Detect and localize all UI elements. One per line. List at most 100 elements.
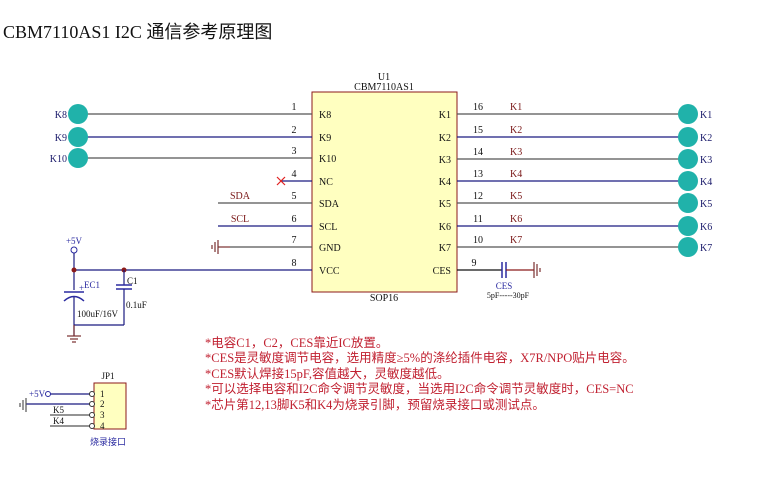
touch-pad[interactable] xyxy=(678,237,698,257)
touch-pad[interactable] xyxy=(678,104,698,124)
net-label: SDA xyxy=(230,191,251,202)
note-line: *CES默认焊接15pF,容值越大，灵敏度越低。 xyxy=(205,366,450,381)
ground-icon xyxy=(533,262,541,278)
touch-pad[interactable] xyxy=(678,149,698,169)
ec1-value: 100uF/16V xyxy=(77,309,119,319)
jp1-body xyxy=(93,382,127,430)
pad-label: K7 xyxy=(700,243,712,254)
right-pins: 16K1K1K115K2K2K214K3K3K313K4K4K412K5K5K5… xyxy=(433,102,713,277)
pin-number: 6 xyxy=(292,214,297,225)
pin-name: K3 xyxy=(439,155,451,166)
pin-name: K4 xyxy=(439,177,451,188)
pin-name: CES xyxy=(433,266,451,277)
pin-name: K1 xyxy=(439,110,451,121)
pad-label: K2 xyxy=(700,133,712,144)
net-label: K2 xyxy=(510,125,522,136)
power-port-icon xyxy=(45,391,51,397)
jp1-pin-icon xyxy=(89,391,95,397)
touch-pad[interactable] xyxy=(68,148,88,168)
ground-icon xyxy=(67,325,81,343)
ec1-plus: + xyxy=(79,283,84,293)
jp1-pin-icon xyxy=(89,412,95,418)
note-line: *芯片第12,13脚K5和K4为烧录引脚，预留烧录接口或测试点。 xyxy=(205,397,545,412)
power-port-icon xyxy=(70,246,78,254)
pin-number: 9 xyxy=(472,258,477,269)
jp1-pin-number: 3 xyxy=(100,410,105,420)
jp1-net: +5V xyxy=(29,389,46,399)
ground-icon xyxy=(19,398,27,412)
ic-part: CBM7110AS1 xyxy=(354,82,414,93)
pin-name: NC xyxy=(319,177,333,188)
net-label: SCL xyxy=(231,214,249,225)
pin-number: 5 xyxy=(292,191,297,202)
pin-name: VCC xyxy=(319,266,340,277)
pad-label: K10 xyxy=(50,154,67,165)
ground-icon xyxy=(211,240,230,254)
jp1-pin-number: 2 xyxy=(100,399,105,409)
c1-value: 0.1uF xyxy=(126,300,147,310)
pin-number: 14 xyxy=(473,147,483,158)
touch-pad[interactable] xyxy=(68,104,88,124)
ces-ref: CES xyxy=(496,281,513,291)
pin-number: 1 xyxy=(292,102,297,113)
net-label: K3 xyxy=(510,147,522,158)
pin-name: SCL xyxy=(319,222,337,233)
ec1-ref: EC1 xyxy=(84,280,100,290)
note-line: *电容C1，C2，CES靠近IC放置。 xyxy=(205,335,388,350)
touch-pad[interactable] xyxy=(678,216,698,236)
pin-name: K6 xyxy=(439,222,451,233)
jp1-pin-number: 1 xyxy=(100,389,105,399)
pad-label: K3 xyxy=(700,155,712,166)
ces-value: 5pF-----30pF xyxy=(487,291,530,300)
jp1-pins: 1 +5V 23 K5 4 K4 xyxy=(26,389,105,431)
ic-body xyxy=(311,91,458,293)
jp1-pin-number: 4 xyxy=(100,421,105,431)
pad-label: K5 xyxy=(700,199,712,210)
pin-number: 12 xyxy=(473,191,483,202)
pin-number: 8 xyxy=(292,258,297,269)
net-label: K6 xyxy=(510,214,522,225)
pin-number: 15 xyxy=(473,125,483,136)
touch-pad[interactable] xyxy=(68,127,88,147)
jp1-net: K4 xyxy=(53,416,64,426)
pin-number: 16 xyxy=(473,102,483,113)
electrolytic-capacitor-icon xyxy=(63,291,85,302)
junction-dot xyxy=(71,267,77,273)
note-line: *可以选择电容和I2C命令调节灵敏度，当选用I2C命令调节灵敏度时，CES=NC xyxy=(205,381,634,396)
pin-name: K2 xyxy=(439,133,451,144)
pin-number: 13 xyxy=(473,169,483,180)
pad-label: K9 xyxy=(55,133,67,144)
touch-pad[interactable] xyxy=(678,127,698,147)
c1-ref: C1 xyxy=(127,276,138,286)
design-notes: *电容C1，C2，CES靠近IC放置。*CES是灵敏度调节电容，选用精度≥5%的… xyxy=(205,335,635,412)
ic-package: SOP16 xyxy=(370,293,398,304)
net-label: K7 xyxy=(510,235,522,246)
pad-label: K1 xyxy=(700,110,712,121)
note-line: *CES是灵敏度调节电容，选用精度≥5%的涤纶插件电容，X7R/NPO贴片电容。 xyxy=(205,350,635,365)
power-label: +5V xyxy=(66,236,83,246)
pin-number: 2 xyxy=(292,125,297,136)
touch-pad[interactable] xyxy=(678,193,698,213)
jp1-ref: JP1 xyxy=(101,371,114,381)
pad-label: K6 xyxy=(700,222,712,233)
page-title: CBM7110AS1 I2C 通信参考原理图 xyxy=(3,22,273,42)
jp1-net: K5 xyxy=(53,405,64,415)
jp1-pin-icon xyxy=(89,423,95,429)
pin-name: K5 xyxy=(439,199,451,210)
net-label: K5 xyxy=(510,191,522,202)
jp1-label: 烧录接口 xyxy=(90,436,126,447)
pin-name: K7 xyxy=(439,243,451,254)
pin-number: 11 xyxy=(473,214,483,225)
touch-pad[interactable] xyxy=(678,171,698,191)
capacitor-icon xyxy=(501,262,507,278)
pin-number: 10 xyxy=(473,235,483,246)
net-label: K1 xyxy=(510,102,522,113)
pad-label: K4 xyxy=(700,177,712,188)
pin-number: 3 xyxy=(292,146,297,157)
pin-name: K9 xyxy=(319,133,331,144)
pin-number: 7 xyxy=(292,235,297,246)
pin-name: K10 xyxy=(319,154,336,165)
pin-name: K8 xyxy=(319,110,331,121)
ic-ref: U1 xyxy=(378,72,390,83)
